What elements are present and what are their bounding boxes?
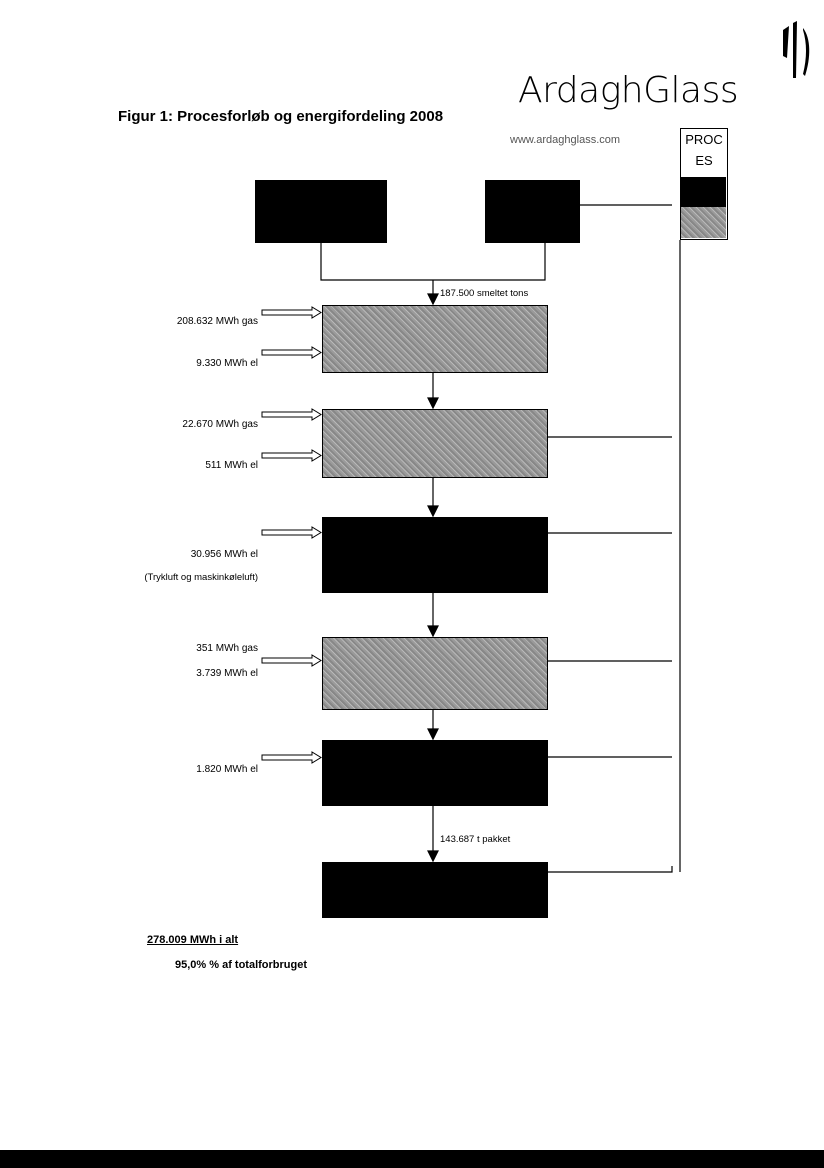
input-label: 511 MWh el — [205, 460, 258, 471]
compressed-air-box — [322, 517, 548, 593]
input-label: 3.739 MWh el — [196, 668, 258, 679]
website-url[interactable]: www.ardaghglass.com — [510, 134, 621, 146]
melting-box — [322, 305, 548, 373]
input-label: 1.820 MWh el — [196, 764, 258, 775]
figure-title: Figur 1: Procesforløb og energifordeling… — [118, 108, 444, 125]
energy-share: 95,0% % af totalforbruget — [175, 959, 308, 971]
process-legend-box: PROC ES — [680, 128, 728, 240]
legend-line: PROC — [685, 132, 723, 147]
input-label: 9.330 MWh el — [196, 358, 258, 369]
cullet-box — [485, 180, 580, 243]
input-label: 22.670 MWh gas — [182, 419, 258, 430]
legend-line: ES — [695, 153, 713, 168]
packed-tons: 143.687 t pakket — [440, 834, 511, 845]
annealing-box — [322, 637, 548, 710]
input-label: 208.632 MWh gas — [176, 316, 258, 327]
input-note: (Trykluft og maskinkøleluft) — [144, 572, 258, 583]
logo-emblem-icon — [783, 21, 810, 78]
footer-bar — [0, 1150, 824, 1168]
forming-box — [322, 409, 548, 478]
total-energy: 278.009 MWh i alt — [147, 934, 239, 946]
melted-tons: 187.500 smeltet tons — [440, 288, 529, 299]
packing-box — [322, 862, 548, 918]
inspection-box — [322, 740, 548, 806]
input-label: 30.956 MWh el — [190, 549, 258, 560]
logo-text: ArdaghGlass — [518, 70, 739, 111]
input-label: 351 MWh gas — [196, 643, 258, 654]
raw-material-box — [255, 180, 387, 243]
